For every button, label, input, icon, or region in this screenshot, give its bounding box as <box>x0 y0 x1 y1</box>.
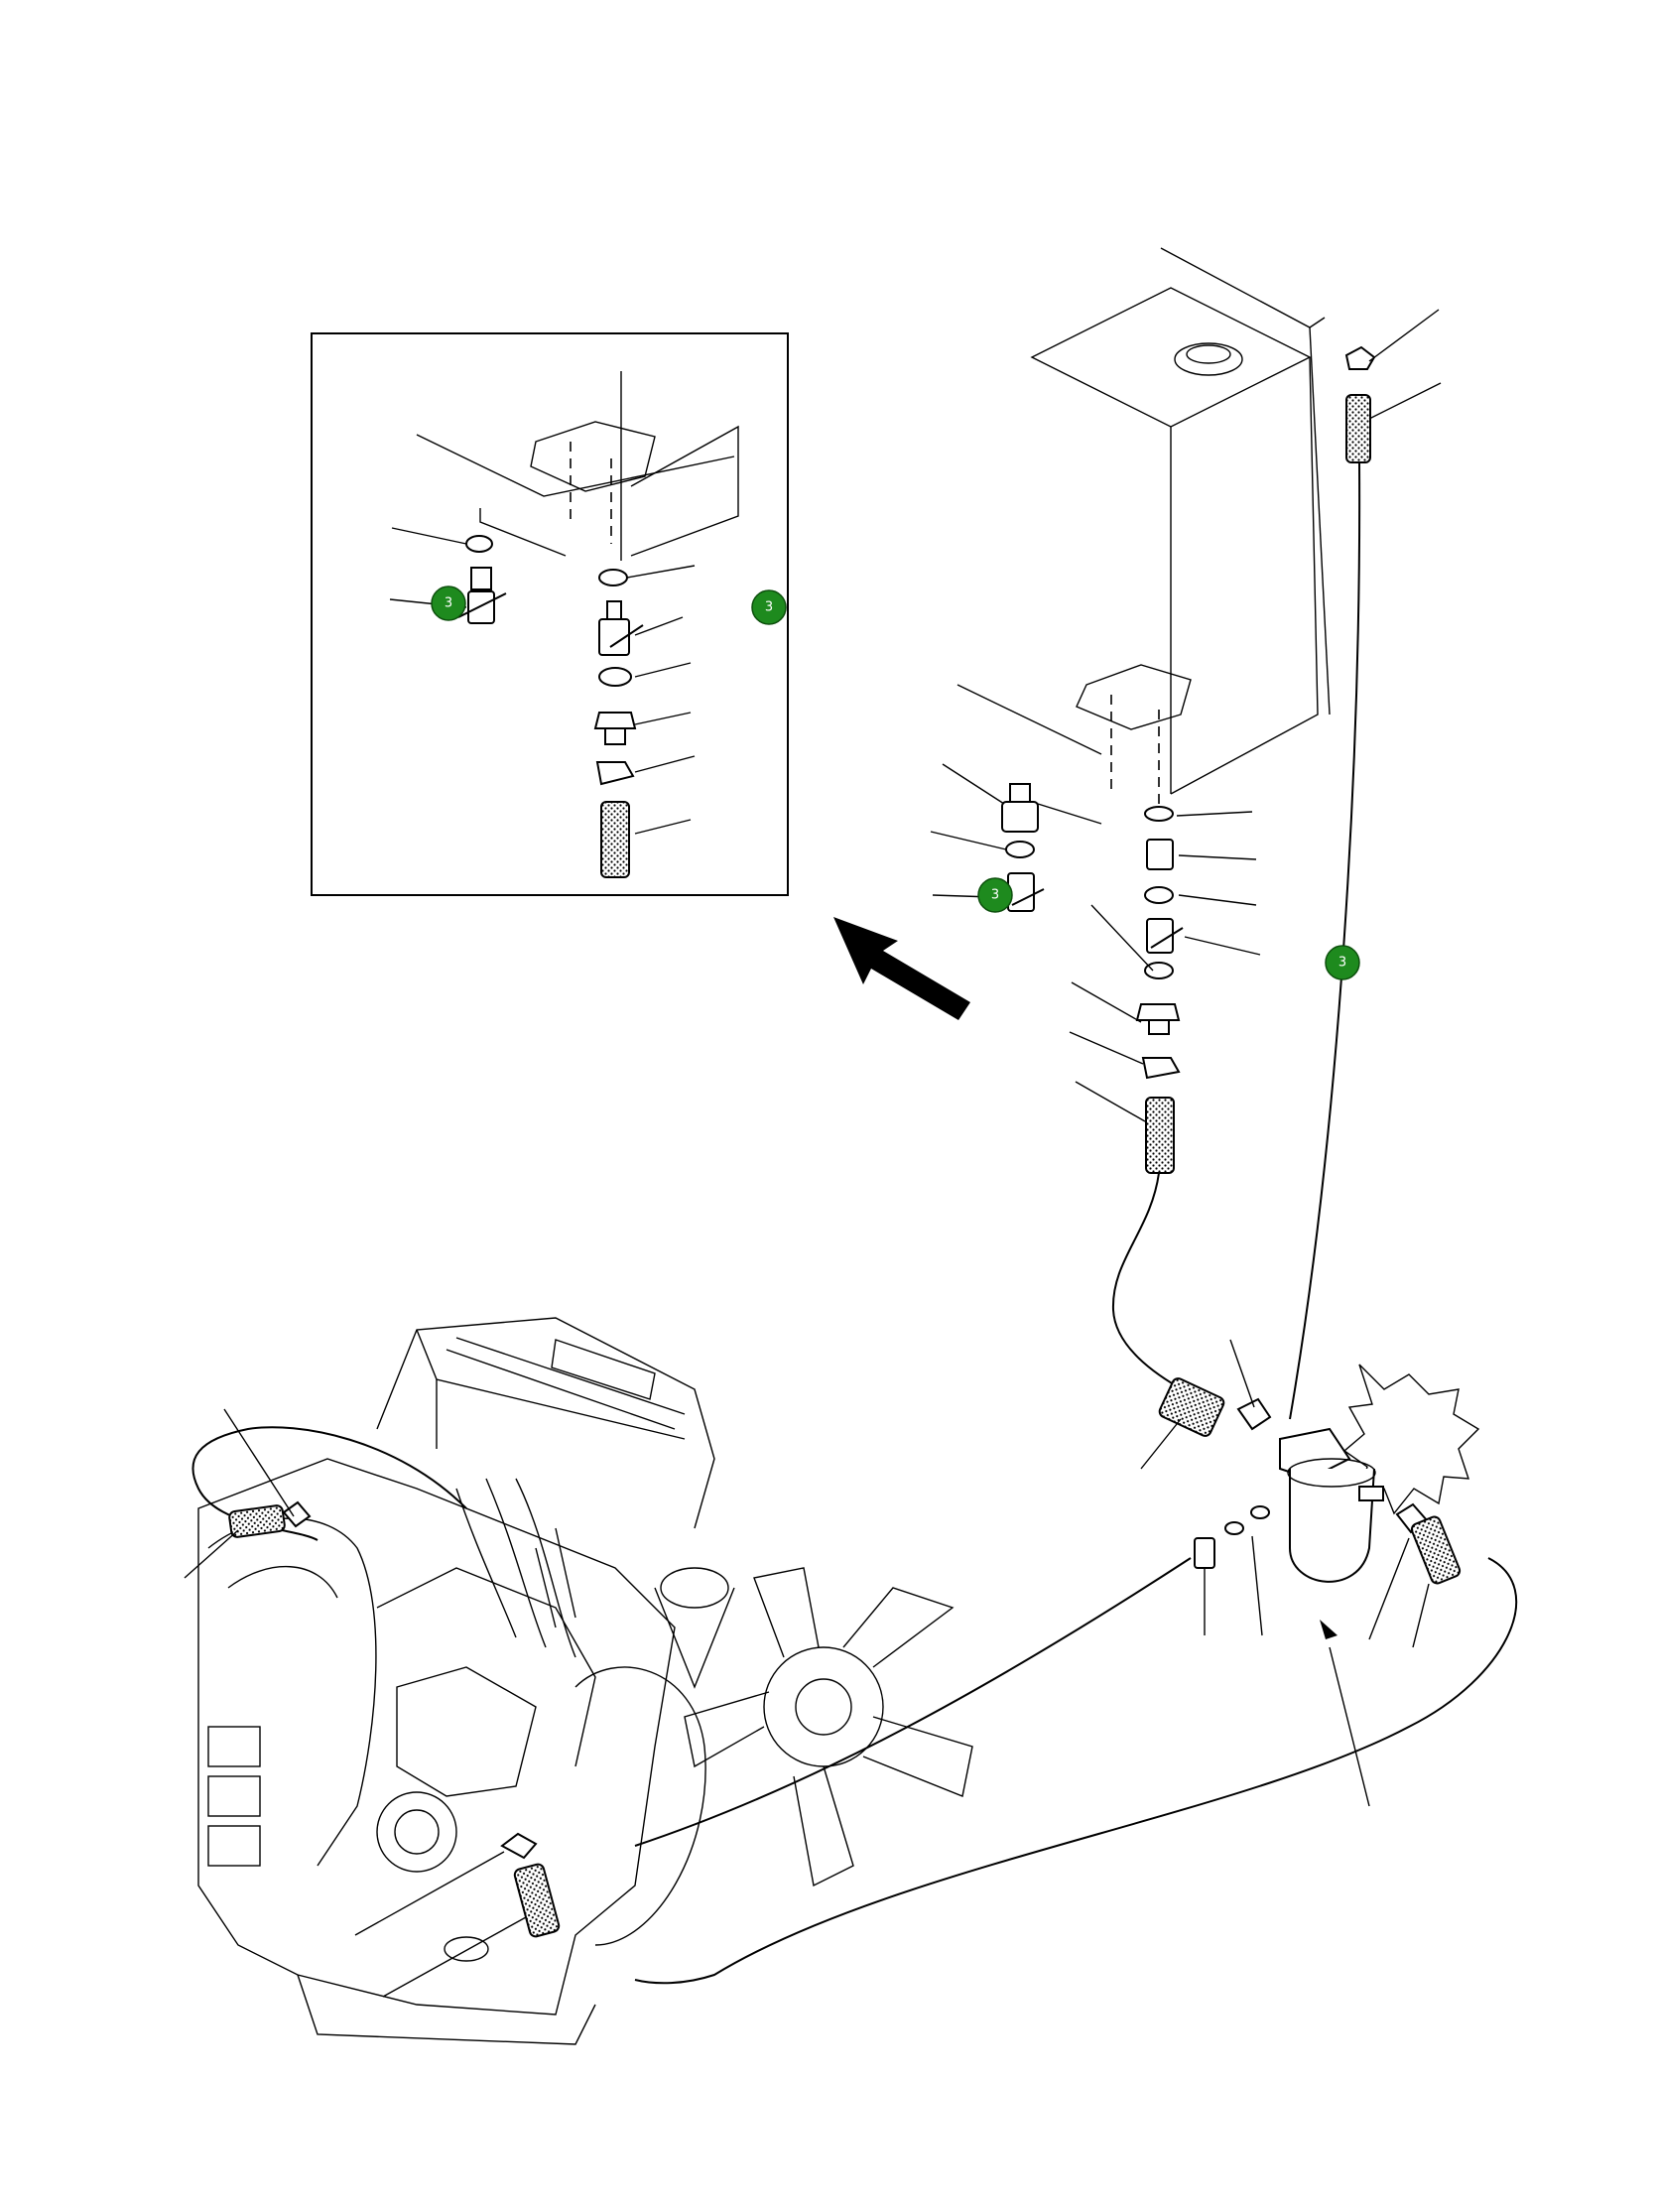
detail-arrow-icon <box>833 917 970 1020</box>
callout-badge-label: 3 <box>1338 956 1346 971</box>
callout-badge-label: 3 <box>445 596 452 611</box>
callout-badge-inset-left[interactable]: 3 <box>431 586 466 621</box>
callout-badge-label: 3 <box>765 600 773 615</box>
supply-fitting-stack <box>1069 806 1261 1174</box>
callout-badge-return-line[interactable]: 3 <box>1325 945 1360 980</box>
fuel-filter-icon <box>1140 1339 1480 1807</box>
callout-badge-return-stack[interactable]: 3 <box>977 877 1013 913</box>
fuel-lines <box>191 461 1518 1985</box>
engine-icon <box>184 1317 973 2045</box>
return-fitting-stack <box>930 763 1045 912</box>
fuel-tank-icon <box>956 247 1442 825</box>
callout-badge-label: 3 <box>991 888 999 903</box>
callout-badge-inset-right[interactable]: 3 <box>751 589 787 625</box>
detail-inset <box>311 332 789 896</box>
engine-fan <box>684 1567 973 1887</box>
